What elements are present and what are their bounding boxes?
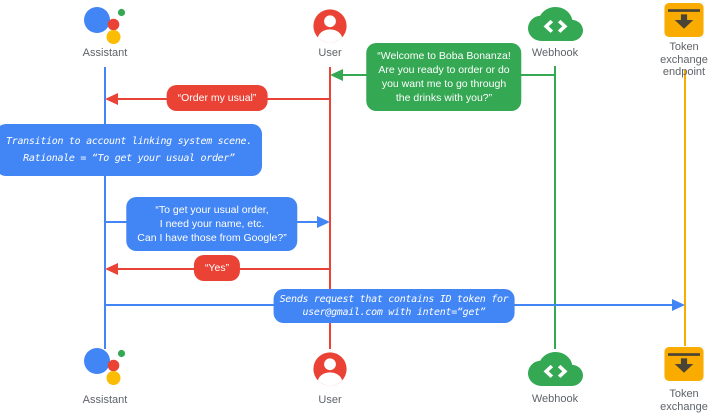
message-yes: “Yes”	[193, 255, 241, 281]
lifeline-user	[329, 67, 331, 349]
note-send-id-token: Sends request that contains ID token for…	[273, 289, 515, 323]
arrowhead-right-icon	[317, 216, 330, 228]
user-icon	[311, 350, 349, 393]
webhook-label-top: Webhook	[531, 47, 579, 59]
lifeline-token-endpoint	[684, 70, 686, 346]
note-transition-account-linking: Transition to account linking system sce…	[0, 124, 262, 176]
assistant-label-top: Assistant	[82, 47, 128, 59]
token-endpoint-label-top: Token exchange endpoint	[660, 41, 708, 78]
message-welcome: “Welcome to Boba Bonanza! Are you ready …	[366, 43, 522, 111]
webhook-icon	[528, 6, 583, 46]
user-label-top: User	[318, 47, 342, 59]
webhook-label-bottom: Webhook	[531, 393, 579, 405]
user-icon	[311, 7, 349, 50]
arrowhead-left-icon	[330, 69, 343, 81]
token-endpoint-icon	[663, 2, 705, 43]
arrowhead-left-icon	[105, 263, 118, 275]
arrowhead-left-icon	[105, 93, 118, 105]
token-endpoint-icon	[663, 346, 705, 387]
token-endpoint-label-bottom: Token exchange endpoint	[660, 388, 708, 413]
user-label-bottom: User	[318, 394, 342, 406]
lifeline-assistant	[104, 67, 106, 349]
assistant-icon	[84, 347, 126, 391]
webhook-icon	[528, 352, 583, 391]
message-order-my-usual: “Order my usual”	[166, 85, 268, 111]
message-ask-google: “To get your usual order, I need your na…	[126, 197, 298, 251]
arrowhead-right-icon	[672, 299, 685, 311]
assistant-label-bottom: Assistant	[82, 394, 128, 406]
assistant-icon	[84, 6, 126, 50]
lifeline-webhook	[554, 66, 556, 349]
